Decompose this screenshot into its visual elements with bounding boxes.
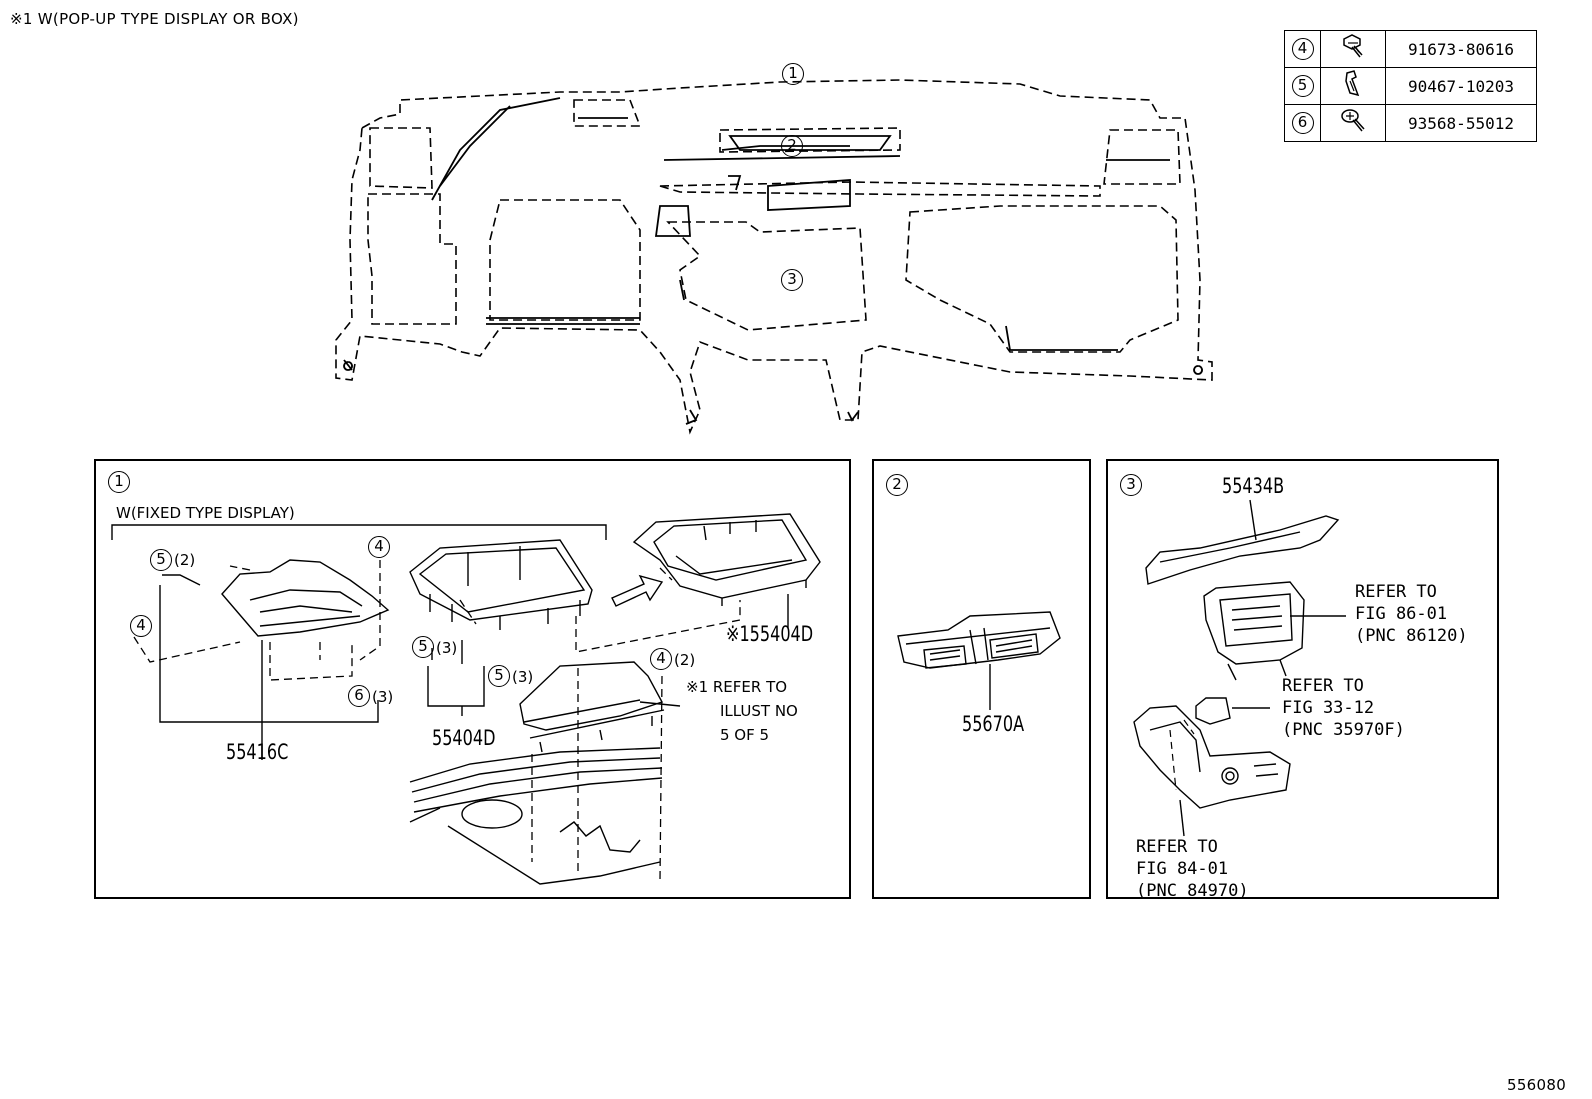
- legend-row: 5 90467-10203: [1284, 67, 1537, 105]
- panel-1-ref-5-left: 5: [150, 549, 172, 571]
- panel-1-ref-4-right: 4: [650, 648, 672, 670]
- panel-1-ref-5-mid-a: 5: [412, 636, 434, 658]
- qty-5-mid-b: (3): [512, 668, 534, 686]
- refer-35970F-line-3: (PNC 35970F): [1282, 720, 1405, 740]
- panel-1-ref-4-left: 4: [130, 615, 152, 637]
- refer-35970F-line-1: REFER TO: [1282, 676, 1364, 696]
- refer-86120-line-1: REFER TO: [1355, 582, 1437, 602]
- qty-4-right: (2): [674, 651, 696, 669]
- refer-84970-line-2: FIG 84-01: [1136, 859, 1229, 879]
- legend-part-number: 93568-55012: [1385, 104, 1537, 142]
- qty-6: (3): [372, 688, 394, 706]
- legend-part-number: 91673-80616: [1385, 30, 1537, 68]
- refer-illust-line-3: 5 OF 5: [720, 726, 770, 744]
- panel-1-number: 1: [108, 471, 130, 493]
- refer-35970F-line-2: FIG 33-12: [1282, 698, 1375, 718]
- panel-1-ref-4-top: 4: [368, 536, 390, 558]
- panel-3: [1106, 459, 1499, 899]
- callout-2: 2: [781, 135, 803, 157]
- refer-illust-line-1: ※1 REFER TO: [686, 678, 788, 696]
- clip-icon: [1320, 67, 1386, 105]
- fixed-type-label: W(FIXED TYPE DISPLAY): [116, 504, 295, 522]
- legend-ref-circle: 6: [1291, 112, 1314, 134]
- panel-1: [94, 459, 851, 899]
- fastener-legend-table: 4 91673-80616 5 90467-10203 6: [1284, 30, 1537, 142]
- callout-3: 3: [781, 269, 803, 291]
- panel-1-ref-6: 6: [348, 685, 370, 707]
- panel-2-number: 2: [886, 474, 908, 496]
- legend-ref-circle: 4: [1291, 38, 1314, 60]
- refer-illust-line-2: ILLUST NO: [720, 702, 798, 720]
- illustration-code: 556080: [1507, 1076, 1567, 1094]
- legend-row: 4 91673-80616: [1284, 30, 1537, 68]
- panel-2: [872, 459, 1091, 899]
- panel-3-number: 3: [1120, 474, 1142, 496]
- part-155404D: ※155404D: [726, 622, 814, 646]
- legend-part-number: 90467-10203: [1385, 67, 1537, 105]
- bolt-icon: [1320, 30, 1386, 68]
- screw-icon: [1320, 104, 1386, 142]
- qty-5-left: (2): [174, 551, 196, 569]
- refer-84970-line-3: (PNC 84970): [1136, 881, 1249, 901]
- refer-84970-line-1: REFER TO: [1136, 837, 1218, 857]
- part-55434B: 55434B: [1222, 474, 1285, 498]
- part-55416C: 55416C: [226, 740, 289, 764]
- part-55670A: 55670A: [962, 712, 1025, 736]
- legend-row: 6 93568-55012: [1284, 104, 1537, 142]
- popup-type-note: ※1 W(POP-UP TYPE DISPLAY OR BOX): [10, 10, 299, 28]
- refer-86120-line-2: FIG 86-01: [1355, 604, 1448, 624]
- legend-ref-circle: 5: [1291, 75, 1314, 97]
- panel-1-ref-5-mid-b: 5: [488, 665, 510, 687]
- qty-5-mid-a: (3): [436, 639, 458, 657]
- callout-1: 1: [782, 63, 804, 85]
- part-55404D: 55404D: [432, 726, 496, 750]
- refer-86120-line-3: (PNC 86120): [1355, 626, 1468, 646]
